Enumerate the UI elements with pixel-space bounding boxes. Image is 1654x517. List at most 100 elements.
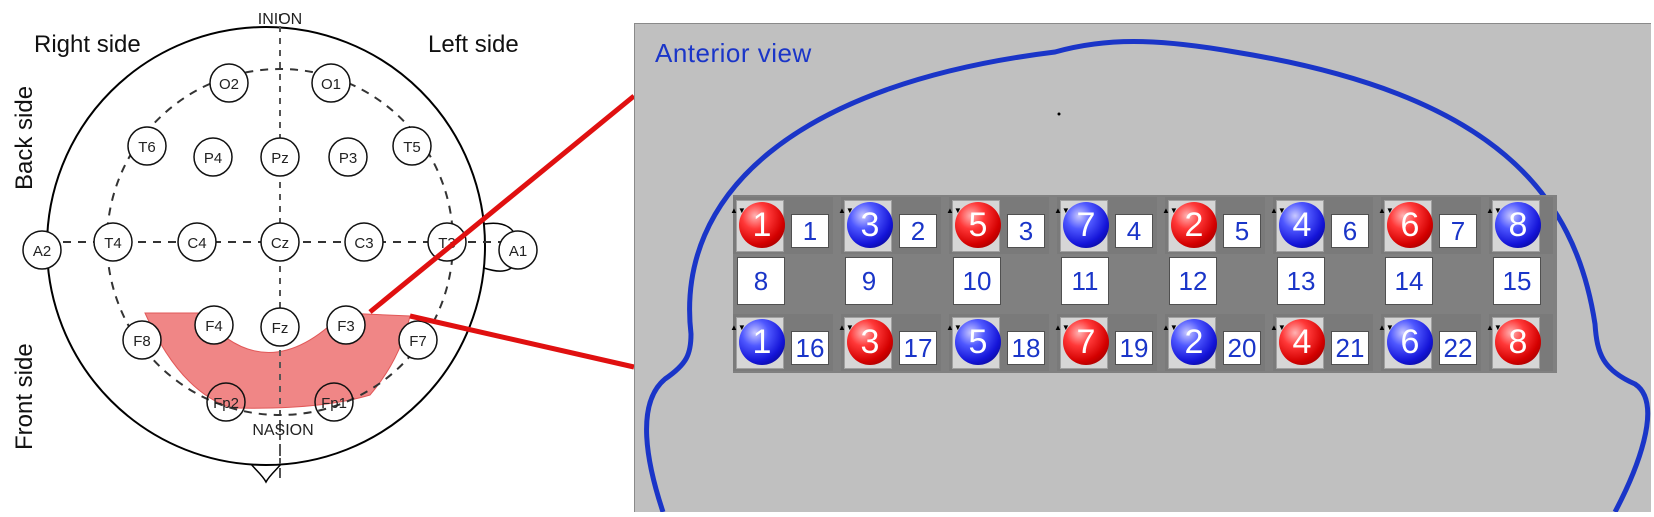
electrode-label: Fp2 [213, 395, 239, 412]
channel-number-box[interactable]: 5 [1223, 214, 1261, 248]
blue-electrode-ball[interactable]: 5 [955, 319, 1001, 365]
middle-channel-box[interactable]: 11 [1061, 257, 1109, 305]
electrode-fz: Fz [260, 307, 300, 347]
channel-number-box[interactable]: 7 [1439, 214, 1477, 248]
bottom-channel-cell[interactable]: ▲▼220 [1162, 314, 1265, 371]
electrode-label: F3 [337, 318, 355, 335]
electrode-pz: Pz [260, 137, 300, 177]
channel-number-box[interactable]: 16 [791, 331, 829, 365]
blue-electrode-ball[interactable]: 7 [1063, 202, 1109, 248]
channel-number-box[interactable]: 3 [1007, 214, 1045, 248]
channel-number-box[interactable]: 6 [1331, 214, 1369, 248]
electrode-o2: O2 [209, 63, 249, 103]
spinner-arrows-icon[interactable]: ▲▼ [1054, 324, 1070, 358]
red-electrode-ball[interactable]: 3 [847, 319, 893, 365]
top-channel-cell[interactable]: ▲▼8 [1486, 197, 1553, 254]
electrode-cz: Cz [260, 222, 300, 262]
spinner-arrows-icon[interactable]: ▲▼ [838, 207, 854, 241]
electrode-circle [193, 137, 233, 177]
electrode-t5: T5 [392, 126, 432, 166]
channel-number-box[interactable]: 18 [1007, 331, 1045, 365]
channel-number-box[interactable]: 20 [1223, 331, 1261, 365]
spinner-arrows-icon[interactable]: ▲▼ [946, 207, 962, 241]
spinner-arrows-icon[interactable]: ▲▼ [1270, 324, 1286, 358]
spinner-arrows-icon[interactable]: ▲▼ [730, 207, 746, 241]
red-electrode-ball[interactable]: 8 [1495, 319, 1541, 365]
middle-channel-box[interactable]: 14 [1385, 257, 1433, 305]
middle-channel-box[interactable]: 8 [737, 257, 785, 305]
electrode-label: Pz [271, 150, 289, 167]
bottom-channel-cell[interactable]: ▲▼116 [730, 314, 833, 371]
top-channel-cell[interactable]: ▲▼11 [730, 197, 833, 254]
spinner-arrows-icon[interactable]: ▲▼ [838, 324, 854, 358]
bottom-channel-cell[interactable]: ▲▼518 [946, 314, 1049, 371]
spinner-arrows-icon[interactable]: ▲▼ [1270, 207, 1286, 241]
anterior-view-panel: Anterior view ▲▼11▲▼32▲▼53▲▼74▲▼25▲▼46▲▼… [634, 23, 1651, 512]
middle-channel-box[interactable]: 12 [1169, 257, 1217, 305]
spinner-arrows-icon[interactable]: ▲▼ [1486, 207, 1502, 241]
red-electrode-ball[interactable]: 4 [1279, 319, 1325, 365]
top-channel-cell[interactable]: ▲▼32 [838, 197, 941, 254]
red-electrode-ball[interactable]: 7 [1063, 319, 1109, 365]
electrode-circle [326, 305, 366, 345]
spinner-arrows-icon[interactable]: ▲▼ [1378, 324, 1394, 358]
electrode-circle [328, 137, 368, 177]
electrode-circle [314, 382, 354, 422]
channel-number-box[interactable]: 22 [1439, 331, 1477, 365]
electrode-circle [260, 137, 300, 177]
electrode-label: P4 [204, 150, 222, 167]
middle-channel-box[interactable]: 10 [953, 257, 1001, 305]
electrode-circle [206, 382, 246, 422]
channel-number-box[interactable]: 17 [899, 331, 937, 365]
red-electrode-ball[interactable]: 6 [1387, 202, 1433, 248]
bottom-channel-cell[interactable]: ▲▼622 [1378, 314, 1481, 371]
electrode-label: T4 [104, 235, 122, 252]
bottom-channel-cell[interactable]: ▲▼421 [1270, 314, 1373, 371]
front-side-label: Front side [11, 343, 38, 450]
electrode-label: O1 [321, 76, 341, 93]
electrode-c3: C3 [344, 222, 384, 262]
channel-number-box[interactable]: 2 [899, 214, 937, 248]
red-electrode-ball[interactable]: 2 [1171, 202, 1217, 248]
blue-electrode-ball[interactable]: 8 [1495, 202, 1541, 248]
electrode-label: Fz [272, 320, 289, 337]
electrode-circle [209, 63, 249, 103]
electrode-f8: F8 [122, 320, 162, 360]
bottom-channel-cell[interactable]: ▲▼8 [1486, 314, 1553, 371]
red-electrode-ball[interactable]: 1 [739, 202, 785, 248]
top-channel-cell[interactable]: ▲▼67 [1378, 197, 1481, 254]
middle-channel-box[interactable]: 9 [845, 257, 893, 305]
top-channel-cell[interactable]: ▲▼53 [946, 197, 1049, 254]
bottom-channel-cell[interactable]: ▲▼719 [1054, 314, 1157, 371]
electrode-c4: C4 [177, 222, 217, 262]
channel-number-box[interactable]: 4 [1115, 214, 1153, 248]
blue-electrode-ball[interactable]: 1 [739, 319, 785, 365]
top-channel-cell[interactable]: ▲▼74 [1054, 197, 1157, 254]
channel-number-box[interactable]: 19 [1115, 331, 1153, 365]
top-channel-cell[interactable]: ▲▼46 [1270, 197, 1373, 254]
channel-number-box[interactable]: 1 [791, 214, 829, 248]
electrode-label: F4 [205, 318, 223, 335]
blue-electrode-ball[interactable]: 6 [1387, 319, 1433, 365]
spinner-arrows-icon[interactable]: ▲▼ [1162, 324, 1178, 358]
electrode-o1: O1 [311, 63, 351, 103]
left-side-label: Left side [428, 31, 519, 58]
middle-channel-box[interactable]: 15 [1493, 257, 1541, 305]
blue-electrode-ball[interactable]: 3 [847, 202, 893, 248]
electrode-f4: F4 [194, 305, 234, 345]
top-channel-cell[interactable]: ▲▼25 [1162, 197, 1265, 254]
electrode-circle [311, 63, 351, 103]
blue-electrode-ball[interactable]: 2 [1171, 319, 1217, 365]
spinner-arrows-icon[interactable]: ▲▼ [1486, 324, 1502, 358]
spinner-arrows-icon[interactable]: ▲▼ [1054, 207, 1070, 241]
blue-electrode-ball[interactable]: 4 [1279, 202, 1325, 248]
bottom-channel-cell[interactable]: ▲▼317 [838, 314, 941, 371]
spinner-arrows-icon[interactable]: ▲▼ [1378, 207, 1394, 241]
spinner-arrows-icon[interactable]: ▲▼ [730, 324, 746, 358]
spinner-arrows-icon[interactable]: ▲▼ [1162, 207, 1178, 241]
spinner-arrows-icon[interactable]: ▲▼ [946, 324, 962, 358]
middle-channel-box[interactable]: 13 [1277, 257, 1325, 305]
red-electrode-ball[interactable]: 5 [955, 202, 1001, 248]
channel-number-box[interactable]: 21 [1331, 331, 1369, 365]
head-outline-anterior [644, 39, 1651, 512]
